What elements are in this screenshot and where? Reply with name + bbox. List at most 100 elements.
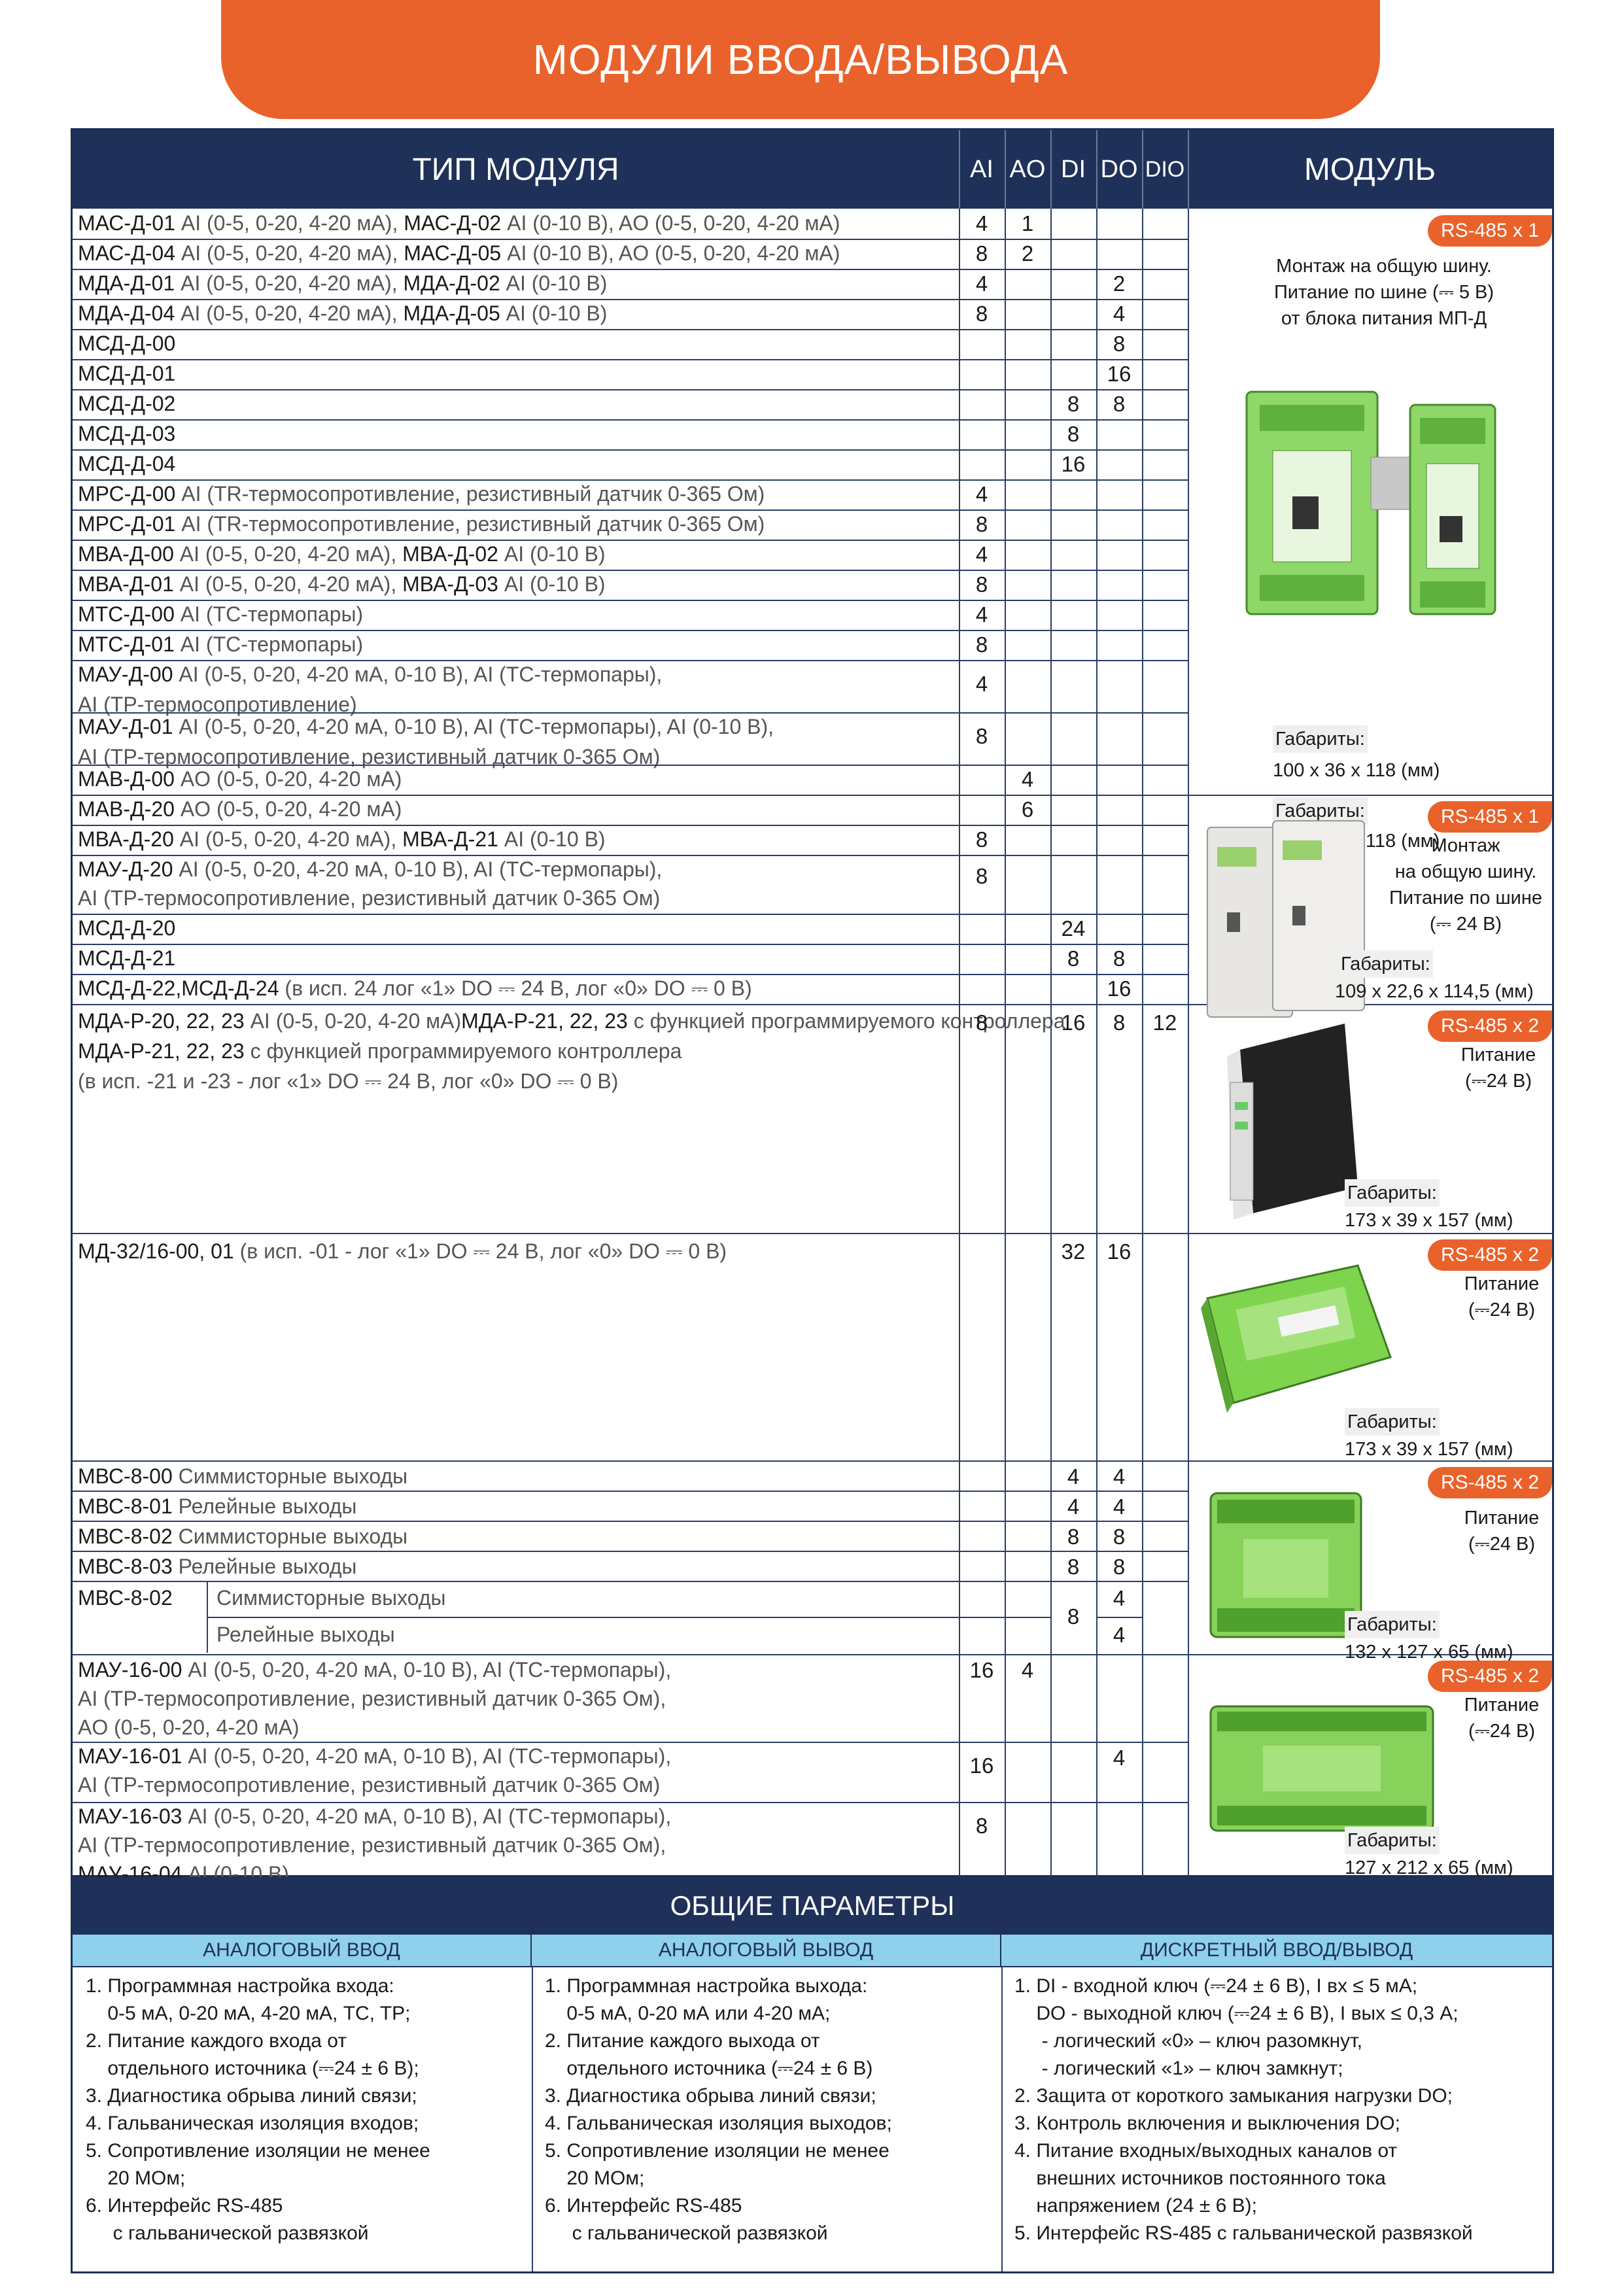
- module-name: МАУ-Д-01: [78, 715, 173, 738]
- module-name: МАС-Д-04: [78, 241, 175, 265]
- row-label: МСД-Д-04: [78, 452, 175, 476]
- module-desc: AI (TR-термосопротивление, резистивный д…: [175, 482, 765, 506]
- param-line: 20 МОм;: [545, 2167, 645, 2189]
- module-desc: AI (0-10 В): [498, 572, 606, 596]
- module-name: МВА-Д-00: [78, 542, 174, 566]
- value-ai: 4: [975, 602, 988, 627]
- row-label: МДА-Р-21, 22, 23 с функцией программируе…: [78, 1039, 682, 1063]
- row-label: МАВ-Д-20 AO (0-5, 0-20, 4-20 мА): [78, 797, 402, 821]
- modules-table: ТИП МОДУЛЯ AI AO DI DO DIO МОДУЛЬ МАС-Д-…: [71, 128, 1554, 1886]
- param-line: напряжением (24 ± 6 В);: [1014, 2195, 1258, 2217]
- param-line: отдельного источника (⎓24 ± 6 В);: [86, 2058, 419, 2079]
- module-name: МД-32/16-00, 01: [78, 1239, 234, 1263]
- row-label: МСД-Д-01: [78, 362, 175, 386]
- value-di: 8: [1067, 1555, 1080, 1579]
- row-divider: [73, 855, 1188, 856]
- params-list-analog-in: 1. Программная настройка входа: 0-5 мА, …: [86, 1973, 430, 2247]
- rs485-badge: RS-485 x 2: [1428, 1661, 1552, 1692]
- value-di: 32: [1061, 1239, 1086, 1264]
- module-text: Питание: [1464, 1508, 1540, 1528]
- value-di: 8: [1067, 946, 1080, 971]
- row-divider: [73, 449, 1188, 451]
- row-label: МВС-8-02: [78, 1586, 173, 1610]
- module-name: МДА-Р-21, 22, 23: [78, 1039, 245, 1063]
- row-divider: [73, 1004, 1552, 1005]
- row-label-cont: AI (TP-термосопротивление, резистивный д…: [78, 886, 661, 910]
- value-do: 4: [1113, 1586, 1126, 1610]
- sub-label: Симмисторные выходы: [216, 1586, 446, 1610]
- value-do: 8: [1113, 332, 1126, 356]
- param-line: 5. Сопротивление изоляции не менее: [86, 2140, 430, 2162]
- module-text: (⎓24 В): [1468, 1300, 1536, 1320]
- module-text: на общую шину.: [1394, 861, 1537, 882]
- device-image-mvs: [1204, 1480, 1374, 1644]
- value-di: 8: [1067, 1525, 1080, 1549]
- row-label: МДА-Д-01 AI (0-5, 0-20, 4-20 мА), МДА-Д-…: [78, 271, 607, 296]
- rs485-badge: RS-485 x 1: [1428, 215, 1552, 247]
- rs485-badge: RS-485 x 2: [1428, 1239, 1552, 1271]
- dimensions-label: Габариты:: [1345, 1179, 1440, 1207]
- module-desc: AI (0-5, 0-20, 4-20 мА),: [175, 211, 404, 235]
- row-label: МВС-8-00 Симмисторные выходы: [78, 1464, 407, 1489]
- module-desc: AI (TC-термопары): [174, 602, 364, 626]
- param-line: 5. Сопротивление изоляции не менее: [545, 2140, 890, 2162]
- row-label: МДА-Д-04 AI (0-5, 0-20, 4-20 мА), МДА-Д-…: [78, 302, 607, 326]
- value-ai: 8: [975, 1814, 988, 1838]
- module-name: МАУ-Д-20: [78, 857, 173, 881]
- module-desc: (в исп. -01 - лог «1» DO ⎓ 24 В, лог «0»…: [233, 1239, 727, 1263]
- module-name: МВС-8-02: [78, 1586, 173, 1610]
- header-ao: AO: [1009, 155, 1046, 183]
- module-text: (⎓24 В): [1468, 1534, 1536, 1555]
- row-label: МВА-Д-20 AI (0-5, 0-20, 4-20 мА), МВА-Д-…: [78, 827, 606, 852]
- header-type: ТИП МОДУЛЯ: [412, 152, 619, 187]
- module-name: МВС-8-02: [78, 1525, 173, 1548]
- col-divider: [1142, 209, 1143, 1877]
- value-di: 4: [1067, 1494, 1080, 1519]
- row-label: МСД-Д-22,МСД-Д-24 (в исп. 24 лог «1» DO …: [78, 976, 752, 1001]
- value-ai: 8: [975, 241, 988, 266]
- param-line: отдельного источника (⎓24 ± 6 В): [545, 2058, 873, 2079]
- value-ai: 8: [975, 724, 988, 748]
- row-divider: [73, 1233, 1552, 1234]
- row-label: МАУ-16-01 AI (0-5, 0-20, 4-20 мА, 0-10 В…: [78, 1744, 671, 1769]
- value-ai: 8: [975, 1010, 988, 1035]
- param-line: - логический «0» – ключ разомкнут,: [1014, 2030, 1362, 2052]
- row-label: МАУ-Д-01 AI (0-5, 0-20, 4-20 мА, 0-10 В)…: [78, 715, 774, 739]
- value-do: 8: [1113, 1010, 1126, 1035]
- row-label-cont: AO (0-5, 0-20, 4-20 мА): [78, 1716, 300, 1739]
- module-desc: AI (0-5, 0-20, 4-20 мА, 0-10 В), AI (TC-…: [182, 1744, 672, 1768]
- param-line: 2. Защита от короткого замыкания нагрузк…: [1014, 2085, 1453, 2107]
- module-name: МСД-Д-21: [78, 946, 176, 970]
- params-list-analog-out: 1. Программная настройка выхода: 0-5 мА,…: [545, 1973, 892, 2247]
- row-divider: [73, 389, 1188, 390]
- row-label: МВА-Д-00 AI (0-5, 0-20, 4-20 мА), МВА-Д-…: [78, 542, 606, 566]
- row-divider: [73, 479, 1188, 481]
- row-divider: [73, 1460, 1552, 1462]
- dimensions-value: 100 x 36 x 118 (мм): [1273, 760, 1440, 781]
- module-name: МСД-Д-20: [78, 916, 176, 940]
- row-label: МСД-Д-20: [78, 916, 175, 940]
- sub-label: Релейные выходы: [216, 1623, 395, 1646]
- module-desc: AO (0-5, 0-20, 4-20 мА): [174, 767, 402, 791]
- row-divider: [73, 1521, 1188, 1522]
- value-ai: 8: [975, 632, 988, 657]
- device-image-mdu: [1227, 379, 1521, 627]
- module-name: МАУ-16-01: [78, 1744, 182, 1768]
- module-name: МАУ-Д-00: [78, 663, 173, 686]
- device-image-mda: [1227, 1017, 1377, 1226]
- value-do: 16: [1107, 362, 1132, 386]
- header-dio: DIO: [1145, 156, 1185, 182]
- module-desc: AI (0-10 В): [498, 827, 606, 851]
- module-desc: (в исп. 24 лог «1» DO ⎓ 24 В, лог «0» DO…: [279, 976, 752, 1000]
- row-divider: [73, 600, 1188, 601]
- row-divider: [1096, 1617, 1142, 1618]
- value-ai: 16: [969, 1753, 994, 1778]
- row-divider: [73, 540, 1188, 541]
- dimensions-label: Габариты:: [1345, 1827, 1440, 1854]
- dimensions-value: 109 x 22,6 x 114,5 (мм): [1335, 981, 1534, 1002]
- module-desc: AI (0-10 В), AO (0-5, 0-20, 4-20 мА): [501, 241, 840, 265]
- row-divider: [73, 1742, 1188, 1743]
- row-label-cont: AI (TP-термосопротивление, резистивный д…: [78, 1833, 666, 1857]
- row-divider: [73, 1581, 1188, 1582]
- row-label: МСД-Д-21: [78, 946, 175, 971]
